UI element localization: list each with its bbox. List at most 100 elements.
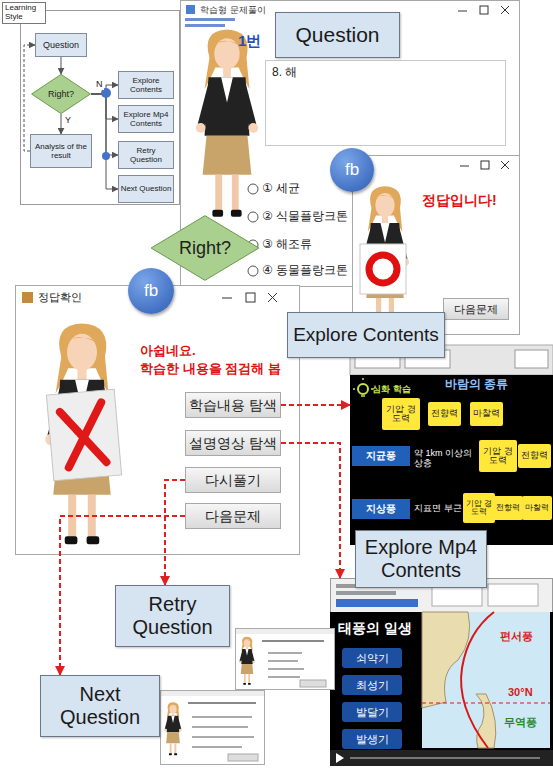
video-screen	[476, 694, 496, 748]
next-thumbnail	[164, 702, 182, 755]
label-text: 정답입니다!	[422, 192, 497, 208]
next-thumbnail	[192, 736, 254, 738]
feedback-badge: fb	[330, 148, 374, 192]
answer-check-window-frame	[16, 286, 300, 555]
label-text: ① 세균	[262, 182, 300, 196]
button: 학습내용 탐색	[185, 392, 281, 418]
flow-arrow	[91, 94, 118, 189]
diamond-outline	[151, 216, 259, 281]
answer-check-window-frame	[222, 293, 277, 302]
video-screen	[422, 703, 550, 704]
content-screen	[350, 345, 553, 545]
category-bar: 지상풍	[352, 499, 410, 519]
answer-check-window-frame	[246, 293, 255, 302]
question-window-frame	[186, 5, 195, 14]
edge-label: N	[95, 80, 104, 90]
label-text: 발생기	[356, 733, 389, 746]
decision-diamond: Right?	[31, 74, 91, 114]
retry-thumbnail	[236, 629, 334, 634]
label-text: 기압 경도력	[382, 405, 420, 424]
label-text: 정답확인	[38, 291, 82, 304]
callout-label: Explore Mp4 Contents	[355, 530, 487, 588]
process-box: Retry Question	[118, 141, 174, 169]
button: 설명영상 탐색	[185, 430, 281, 456]
label-text: 다시풀기	[205, 472, 261, 488]
dashed-arrow	[165, 480, 185, 585]
content-screen: 심화 학습바람의 종류약 1km 이상의 상층지표면 부근지균풍지상풍기압 경도…	[350, 345, 553, 545]
stage-button: 최성기	[342, 675, 402, 695]
flow-arrow	[61, 114, 62, 134]
label-text: 지표면 부근	[414, 503, 462, 513]
video-screen	[336, 591, 396, 595]
video-screen	[330, 612, 553, 750]
label-text: Next Question	[45, 683, 155, 729]
label-text: 30°N	[508, 686, 533, 699]
label-text: 기압 경도력	[479, 447, 517, 466]
dashed-arrow	[281, 443, 340, 578]
content-screen	[350, 375, 553, 545]
next-thumbnail	[161, 691, 264, 696]
feedback-window-frame	[460, 161, 509, 169]
content-screen	[353, 378, 373, 396]
force-box: 기압 경도력	[382, 398, 420, 430]
button: 다음문제	[443, 298, 509, 320]
label-text: 학습내용 탐색	[189, 397, 277, 413]
video-screen	[488, 584, 538, 606]
label-text: fb	[345, 160, 359, 180]
question-window-frame	[458, 6, 509, 14]
label-text: Question	[295, 23, 379, 47]
label-text: Explore Mp4 Contents	[120, 110, 172, 128]
answer-check-window-frame	[22, 292, 33, 303]
label-text: 전향력	[496, 504, 520, 512]
label-text: Right?	[48, 89, 74, 99]
label-text: 마찰력	[473, 409, 500, 418]
force-box: 전향력	[493, 496, 523, 520]
label-text: 아쉽네요.	[140, 344, 196, 359]
retry-thumbnail	[268, 660, 298, 662]
next-thumbnail	[192, 726, 248, 728]
retry-thumbnail	[236, 629, 335, 690]
force-box: 마찰력	[522, 496, 552, 520]
retry-thumbnail	[262, 640, 324, 642]
button: 다시풀기	[185, 467, 281, 493]
diamond-outline	[32, 74, 91, 113]
label-text: 쇠약기	[356, 652, 389, 665]
label-text: 심화 학습	[372, 384, 411, 394]
retry-thumbnail	[268, 668, 304, 670]
retry-thumbnail	[268, 676, 300, 678]
label-text: 1번	[238, 32, 261, 49]
answer-check-window-frame	[46, 389, 121, 481]
retry-thumbnail	[268, 652, 302, 654]
label-text: Next Question	[121, 184, 172, 193]
stage-button: 발달기	[342, 702, 402, 722]
label-text: Explore Contents	[120, 76, 172, 94]
force-box: 전향력	[518, 444, 551, 468]
category-bar: 지균풍	[352, 446, 410, 466]
label-text: 약 1km 이상의 상층	[414, 448, 478, 469]
callout-label: Explore Contents	[287, 312, 445, 358]
question-window-frame	[185, 18, 235, 21]
label-text: 편서풍	[500, 630, 533, 643]
video-screen: 태풍의 일생편서풍30°N무역풍쇠약기최성기발달기발생기	[330, 578, 553, 766]
label-text: fb	[144, 281, 158, 301]
label-text: 지상풍	[366, 503, 396, 515]
content-screen	[358, 384, 368, 394]
decision-diamond: Right?	[150, 215, 260, 281]
label-text: 학습형 문제풀이	[200, 5, 266, 15]
next-thumbnail	[188, 702, 256, 704]
branch-dot	[102, 152, 110, 160]
question-window-frame	[480, 6, 488, 14]
question-window-frame	[248, 212, 258, 222]
label-text: 발달기	[356, 706, 389, 719]
force-box: 기압 경도력	[479, 440, 517, 472]
label-text: Retry Question	[120, 146, 172, 164]
dashed-arrow	[281, 404, 350, 406]
video-screen	[422, 612, 550, 748]
force-box: 마찰력	[470, 402, 503, 426]
feedback-window: 정답입니다! 다음문제	[352, 155, 520, 335]
label-text: 전향력	[521, 451, 548, 460]
edge-label: Y	[64, 116, 72, 126]
label-text: 무역풍	[504, 716, 537, 729]
label-text: 다음문제	[454, 303, 498, 316]
next-thumbnail	[228, 754, 258, 761]
